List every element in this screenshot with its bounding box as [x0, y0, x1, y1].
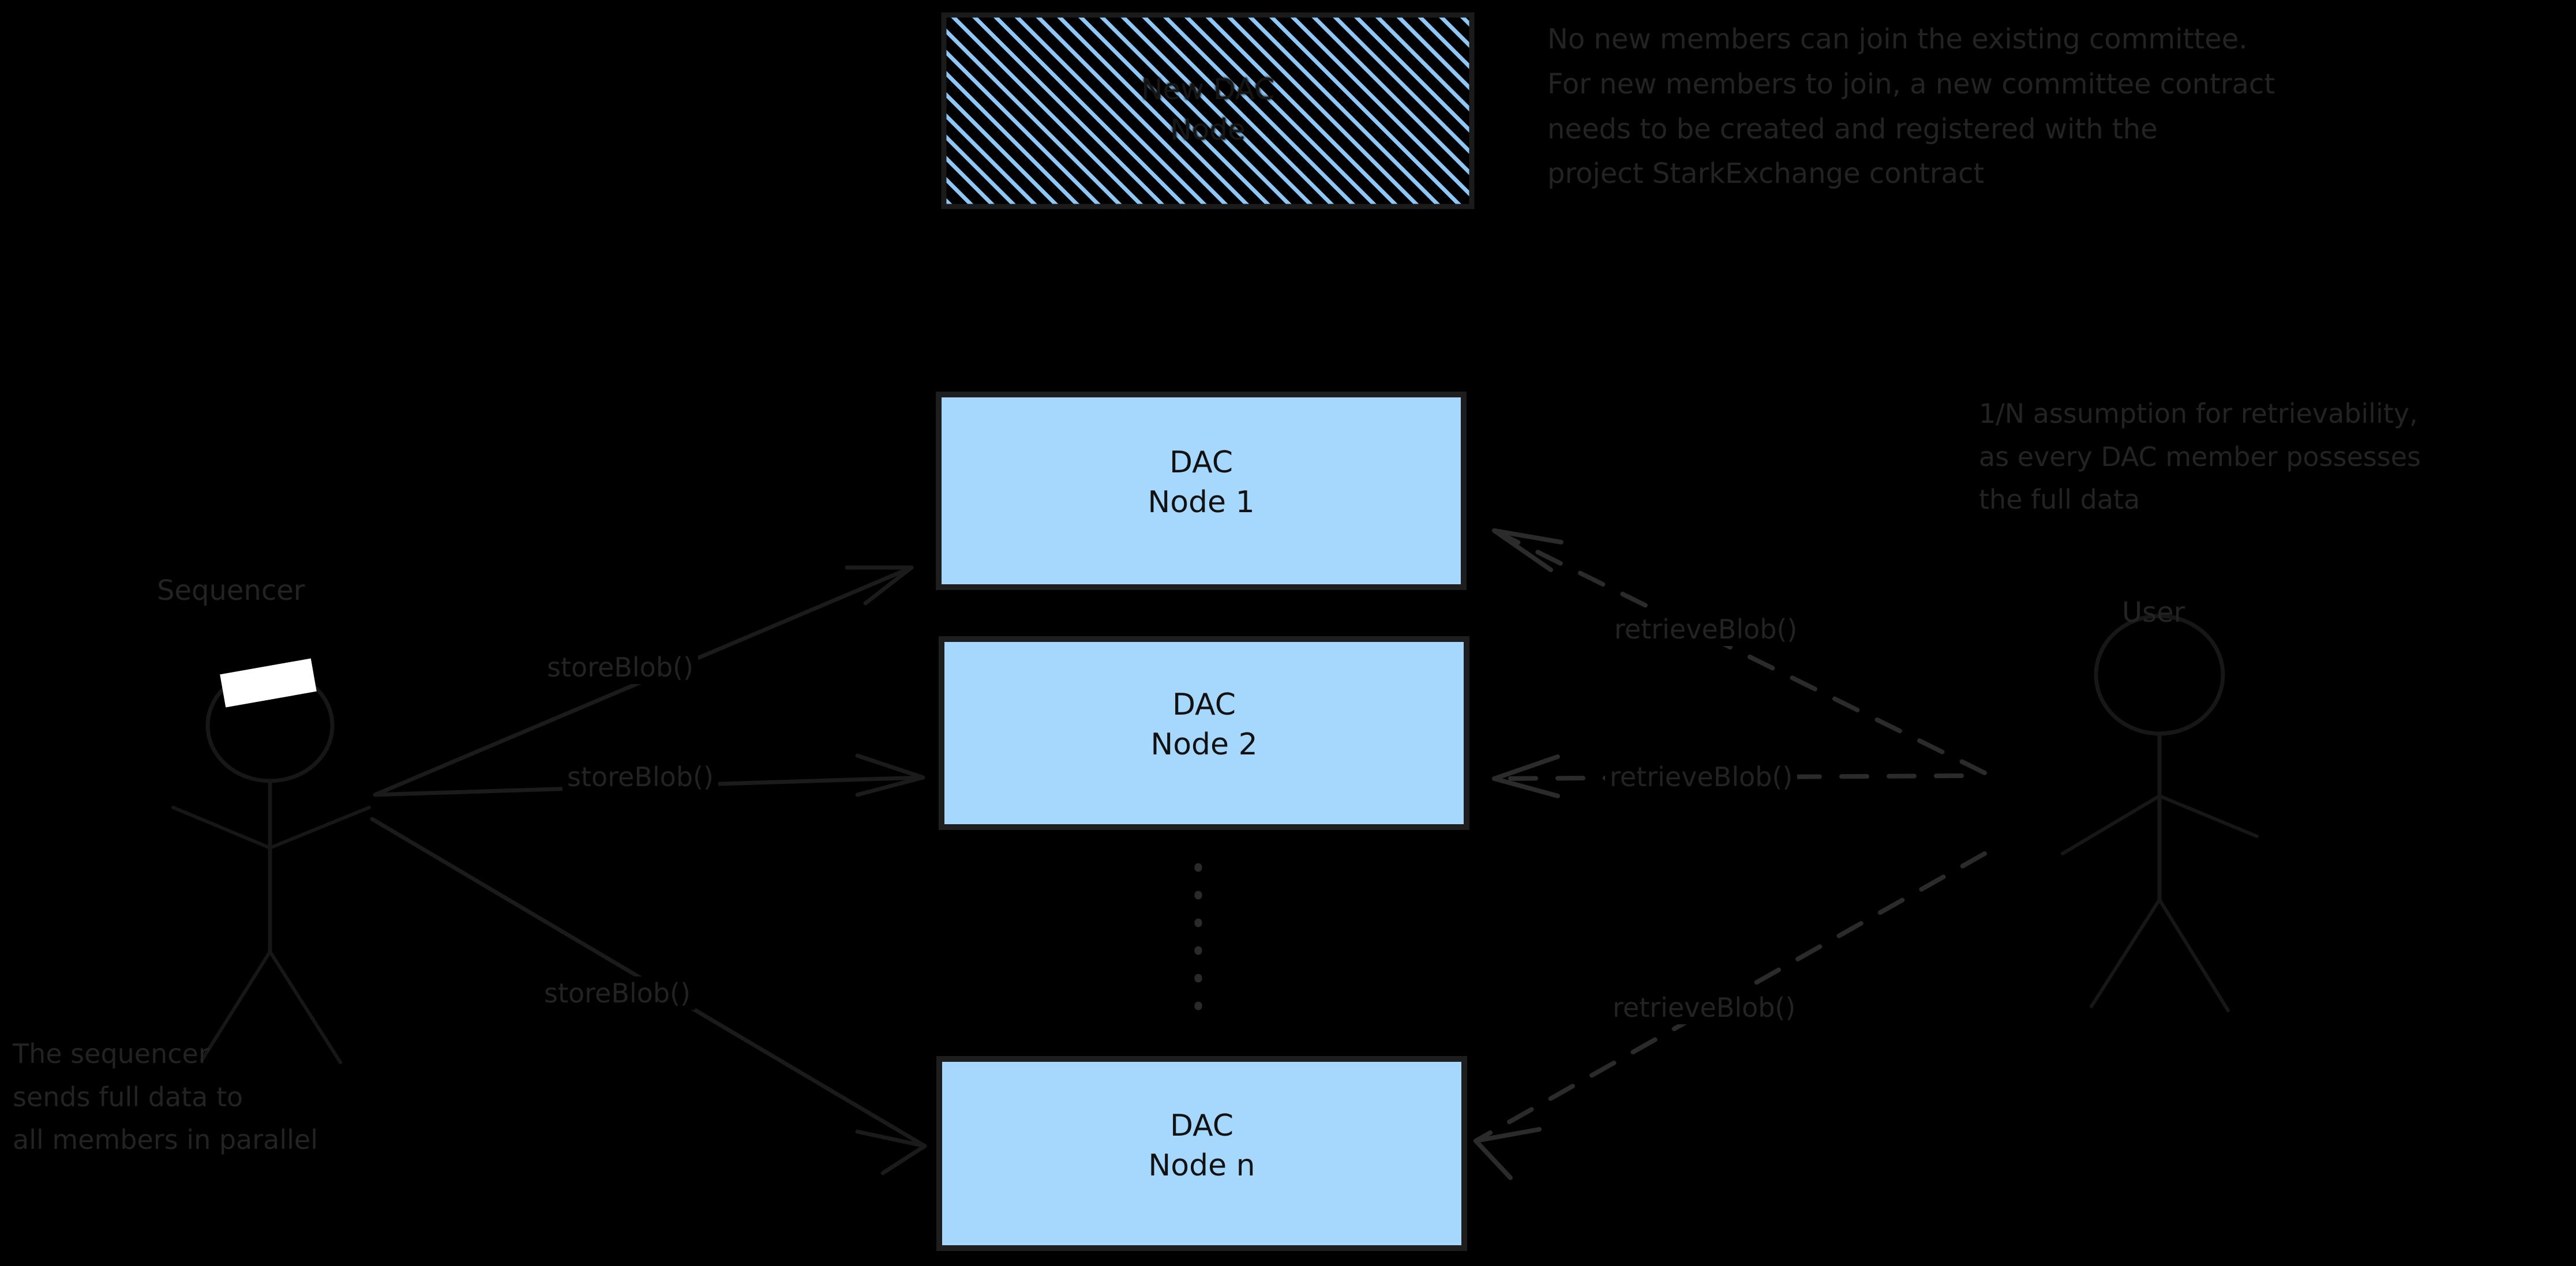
sequencer-figure[interactable]	[171, 658, 371, 1064]
retrieve-blob-node-n-label: retrieveBlob()	[1608, 991, 1801, 1024]
dac-node-n-box[interactable]	[936, 1056, 1467, 1251]
dac-node-2-box[interactable]	[939, 636, 1469, 830]
dac-node-n-label: DAC Node n	[1148, 1109, 1255, 1183]
user-label: User	[2122, 596, 2185, 629]
retrievability-note: 1/N assumption for retrievability, as ev…	[1979, 398, 2421, 516]
store-blob-node-n-label: storeBlob()	[539, 976, 695, 1010]
user-figure[interactable]	[2061, 614, 2259, 1012]
retrieve-blob-arrows	[1473, 528, 1987, 1180]
retrieve-blob-node-1-label: retrieveBlob()	[1610, 613, 1802, 646]
dac-node-1-box[interactable]	[936, 392, 1467, 590]
dac-node-1-label: DAC Node 1	[1148, 445, 1255, 520]
store-blob-node-2-label: storeBlob()	[563, 760, 718, 794]
dac-node-2-label: DAC Node 2	[1150, 688, 1258, 762]
store-blob-node-1-label: storeBlob()	[542, 651, 698, 684]
new-dac-node-note: No new members can join the existing com…	[1547, 23, 2275, 190]
new-dac-node-box[interactable]	[941, 12, 1475, 209]
retrieve-blob-node-2-label: retrieveBlob()	[1605, 760, 1798, 794]
retrieve-blob-node-2-arrow[interactable]	[1492, 754, 1964, 798]
sequencer-note: The sequencer sends full data to all mem…	[13, 1038, 318, 1156]
retrieve-blob-node-1-arrow[interactable]	[1492, 528, 1987, 775]
new-dac-node-label: New DAC Node	[1141, 73, 1274, 146]
sequencer-label: Sequencer	[157, 574, 305, 607]
